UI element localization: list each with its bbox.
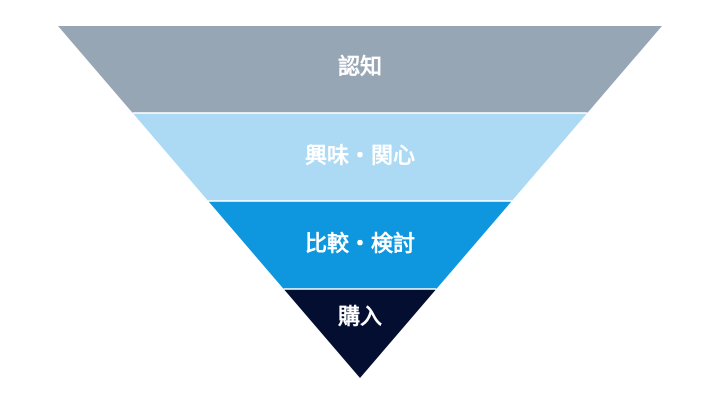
funnel-stage-3 xyxy=(208,201,512,289)
funnel-stage-1 xyxy=(58,26,662,113)
funnel-stage-2 xyxy=(132,113,588,201)
funnel-stage-label-2: 興味・関心 xyxy=(305,144,415,169)
funnel-stage-4 xyxy=(283,289,437,378)
funnel-stage-label-3: 比較・検討 xyxy=(305,231,415,257)
funnel-stage-label-4: 購入 xyxy=(338,305,382,330)
funnel-stage-label-1: 認知 xyxy=(338,54,382,80)
